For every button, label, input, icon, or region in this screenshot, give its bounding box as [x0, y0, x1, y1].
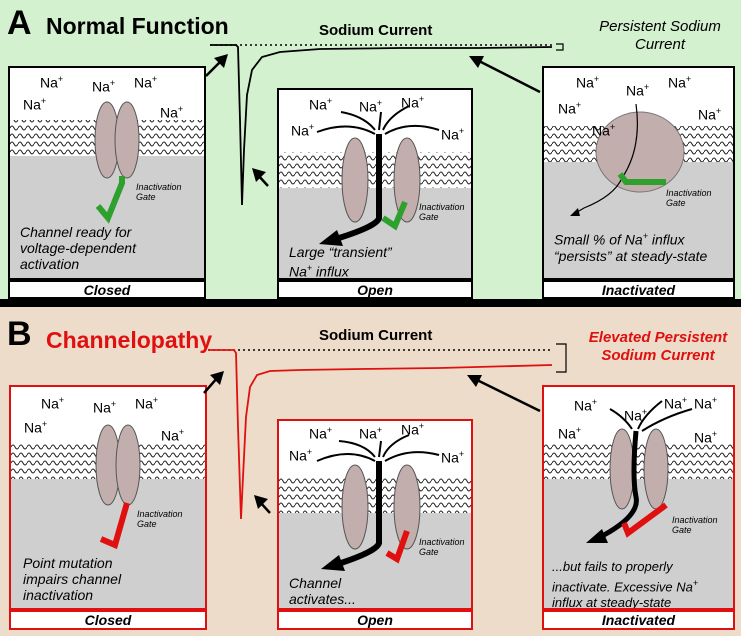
- panel-letter: A: [7, 4, 32, 42]
- sodium-current-trace: [208, 343, 567, 520]
- current-label: Sodium Current: [319, 22, 433, 39]
- closed-caption: Channel ready for voltage-dependent acti…: [20, 224, 136, 272]
- closed-caption: Point mutation impairs channel inactivat…: [23, 555, 122, 603]
- sodium-ion: Na+: [135, 395, 159, 412]
- sodium-ion: Na+: [401, 421, 425, 438]
- inactivation-gate: [385, 529, 410, 564]
- sodium-ion: Na+: [309, 425, 333, 442]
- sodium-ion: Na+: [401, 94, 425, 111]
- panel-normal-function: A Normal Function Sodium Current Persist…: [0, 0, 741, 299]
- inactivation-gate: [99, 502, 130, 550]
- state-label-inactivated: Inactivated: [542, 280, 735, 299]
- sodium-ion: Na+: [359, 98, 383, 115]
- inactivation-gate: [617, 172, 666, 185]
- inactivated-caption: ...but fails to properly inactivate. Exc…: [552, 559, 699, 610]
- state-label-open: Open: [277, 610, 473, 630]
- open-caption: Large “transient” Na+ influx: [289, 244, 392, 280]
- closed-channel-illustration: [10, 101, 204, 278]
- sodium-ion: Na+: [574, 397, 598, 414]
- sodium-ion: Na+: [441, 449, 465, 466]
- elevated-persistent-current-label: Elevated Persistent Sodium Current: [588, 329, 728, 364]
- sodium-ion: Na+: [309, 96, 333, 113]
- panel-heading: Channelopathy: [46, 327, 213, 353]
- sodium-ion: Na+: [441, 126, 465, 143]
- sodium-ion: Na+: [41, 395, 65, 412]
- sodium-ion: Na+: [359, 425, 383, 442]
- sodium-ion: Na+: [160, 104, 184, 121]
- sodium-ion: Na+: [23, 96, 47, 113]
- sodium-ion: Na+: [134, 74, 158, 91]
- current-label: Sodium Current: [319, 327, 433, 344]
- state-label-closed: Closed: [8, 280, 206, 299]
- sodium-ion: Na+: [93, 399, 117, 416]
- sodium-ion: Na+: [664, 395, 688, 412]
- current-trace-line: [210, 44, 553, 206]
- inactivation-gate: [381, 200, 408, 231]
- persistent-bracket: [556, 343, 567, 373]
- sodium-ion: Na+: [694, 395, 718, 412]
- persistent-current-label: Persistent Sodium Current: [599, 18, 721, 53]
- sodium-ion: Na+: [40, 74, 64, 91]
- open-caption: Channel activates...: [289, 575, 356, 607]
- sodium-ion: Na+: [558, 425, 582, 442]
- panel-heading: Normal Function: [46, 13, 229, 39]
- inactivation-gate: [95, 176, 125, 224]
- open-channel-illustration: [279, 105, 471, 278]
- closed-channel-illustration: [11, 424, 205, 608]
- sodium-ion: Na+: [694, 429, 718, 446]
- sodium-ion: Na+: [291, 122, 315, 139]
- inactivated-channel-illustration: [544, 103, 733, 278]
- sodium-ion: Na+: [698, 106, 722, 123]
- inactivated-caption: Small % of Na+ influx “persists” at stea…: [554, 231, 708, 264]
- state-label-inactivated: Inactivated: [542, 610, 735, 630]
- persistent-bracket: [556, 43, 564, 51]
- sodium-ion: Na+: [668, 74, 692, 91]
- panel-letter: B: [7, 315, 32, 353]
- sodium-ion: Na+: [624, 407, 648, 424]
- sodium-current-trace: [210, 43, 564, 206]
- state-label-open: Open: [277, 280, 473, 299]
- sodium-ion: Na+: [558, 100, 582, 117]
- open-channel-illustration: [279, 434, 471, 608]
- panel-channelopathy: B Channelopathy Sodium Current Elevated …: [0, 307, 741, 636]
- inactivated-channel-illustration: [544, 400, 733, 608]
- sodium-ion: Na+: [161, 427, 185, 444]
- sodium-ion: Na+: [92, 78, 116, 95]
- inactivation-gate: [621, 502, 668, 538]
- sodium-ion: Na+: [626, 82, 650, 99]
- state-label-closed: Closed: [9, 610, 207, 630]
- sodium-ion: Na+: [289, 447, 313, 464]
- sodium-ion: Na+: [576, 74, 600, 91]
- sodium-ion: Na+: [24, 419, 48, 436]
- current-trace-line: [208, 349, 553, 520]
- sodium-ion: Na+: [592, 122, 616, 139]
